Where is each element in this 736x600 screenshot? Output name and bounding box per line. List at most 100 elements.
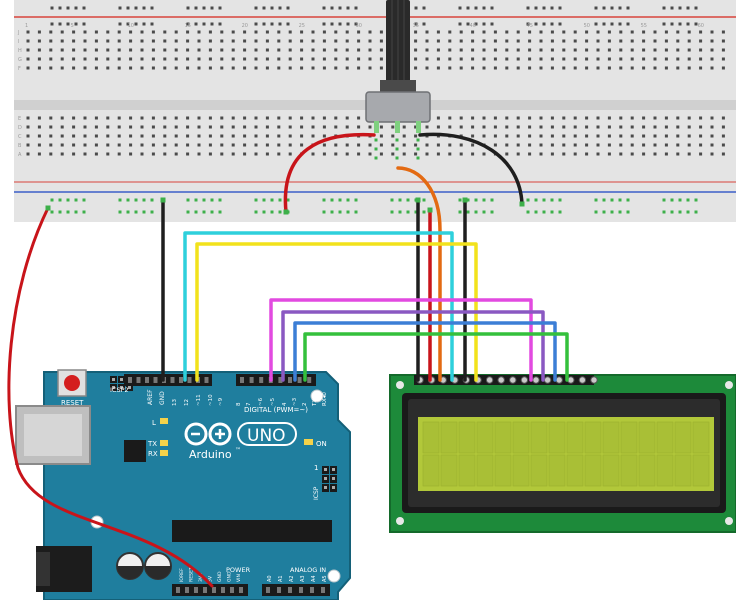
rail-hole-active	[526, 210, 530, 214]
breadboard-hole	[550, 143, 554, 147]
breadboard-hole	[231, 39, 235, 43]
digital-pin	[179, 377, 183, 383]
breadboard-hole	[220, 57, 224, 61]
breadboard-hole	[311, 152, 315, 156]
breadboard-hole	[505, 39, 509, 43]
breadboard-hole	[664, 57, 668, 61]
rail-hole-active	[458, 210, 462, 214]
breadboard-hole	[471, 116, 475, 120]
analog-pin	[277, 587, 281, 593]
rail-hole	[218, 22, 222, 26]
reset-button-cap[interactable]	[64, 375, 80, 391]
rail-hole-active	[338, 198, 342, 202]
breadboard-hole	[585, 30, 589, 34]
rail-hole	[678, 6, 682, 10]
breadboard-hole	[585, 143, 589, 147]
rail-hole	[594, 22, 598, 26]
breadboard-hole	[710, 125, 714, 129]
rail-hole-active	[542, 198, 546, 202]
wire-red-pot	[283, 132, 376, 214]
breadboard-hole	[151, 39, 155, 43]
breadboard-hole-active	[395, 147, 399, 151]
breadboard-hole	[573, 39, 577, 43]
led-rx-label: RX	[148, 450, 158, 458]
rail-hole	[694, 6, 698, 10]
breadboard-hole	[277, 30, 281, 34]
reset-button[interactable]	[57, 369, 87, 397]
breadboard-hole	[231, 48, 235, 52]
breadboard-hole	[265, 125, 269, 129]
breadboard-hole	[277, 116, 281, 120]
digital-pin-label: RX◂0	[322, 392, 328, 406]
rail-hole-active	[526, 198, 530, 202]
digital-pin-label: TX▸1	[312, 393, 318, 407]
breadboard-hole	[528, 143, 532, 147]
lcd-character-cell	[566, 454, 584, 487]
breadboard-hole	[448, 66, 452, 70]
rail-hole-active	[466, 210, 470, 214]
header-pin-hole	[112, 386, 115, 389]
breadboard-hole	[60, 39, 64, 43]
rail-hole	[534, 22, 538, 26]
breadboard-hole	[231, 30, 235, 34]
breadboard-hole	[129, 134, 133, 138]
breadboard-hole	[163, 57, 167, 61]
rail-hole-active	[626, 210, 630, 214]
breadboard-hole	[664, 30, 668, 34]
potentiometer-pin	[395, 121, 400, 133]
breadboard-hole	[345, 66, 349, 70]
breadboard-hole	[83, 48, 87, 52]
rail-hole	[74, 6, 78, 10]
rail-hole-active	[270, 210, 274, 214]
rail-hole-active	[150, 210, 154, 214]
usb-connector-inner	[24, 414, 82, 456]
breadboard-hole	[322, 39, 326, 43]
rail-hole-active	[482, 198, 486, 202]
breadboard-hole	[414, 39, 418, 43]
breadboard-hole	[334, 143, 338, 147]
breadboard-hole	[607, 57, 611, 61]
breadboard-hole	[106, 143, 110, 147]
potentiometer-column-highlight	[374, 138, 420, 160]
breadboard-hole	[208, 152, 212, 156]
rail-hole	[542, 6, 546, 10]
rail-hole-active	[50, 198, 54, 202]
rail-hole	[142, 6, 146, 10]
breadboard-hole	[49, 57, 53, 61]
breadboard-hole	[596, 57, 600, 61]
breadboard-hole	[664, 39, 668, 43]
breadboard-hole	[311, 66, 315, 70]
breadboard-hole	[607, 48, 611, 52]
breadboard-hole	[448, 152, 452, 156]
breadboard-hole	[676, 143, 680, 147]
breadboard-hole	[83, 152, 87, 156]
rail-hole	[126, 22, 130, 26]
wire-end	[160, 197, 166, 203]
breadboard-hole	[379, 48, 383, 52]
breadboard-hole	[345, 143, 349, 147]
breadboard-hole	[471, 125, 475, 129]
breadboard-hole	[49, 30, 53, 34]
rail-hole-active	[602, 210, 606, 214]
breadboard-row-letter: G	[18, 57, 22, 63]
breadboard-hole	[197, 30, 201, 34]
breadboard-hole	[231, 116, 235, 120]
potentiometer[interactable]	[365, 0, 431, 133]
breadboard-hole	[664, 116, 668, 120]
rail-hole	[558, 22, 562, 26]
rail-hole-active	[550, 198, 554, 202]
rail-hole	[330, 22, 334, 26]
uno-badge	[237, 422, 297, 446]
breadboard-hole	[630, 116, 634, 120]
breadboard-hole	[642, 143, 646, 147]
breadboard-hole	[254, 48, 258, 52]
breadboard-hole	[459, 143, 463, 147]
breadboard-hole	[60, 66, 64, 70]
breadboard-hole	[49, 48, 53, 52]
breadboard-hole	[197, 48, 201, 52]
breadboard-hole	[699, 152, 703, 156]
breadboard-hole	[664, 134, 668, 138]
breadboard-hole	[174, 30, 178, 34]
breadboard-hole	[300, 116, 304, 120]
